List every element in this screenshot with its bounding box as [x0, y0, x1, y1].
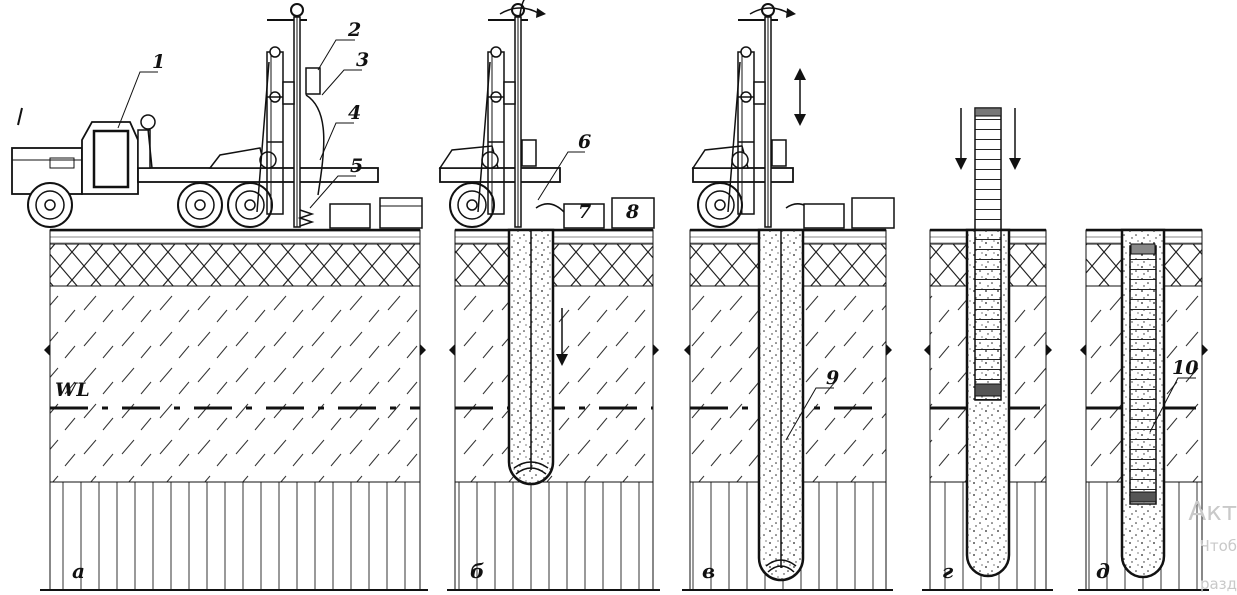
label-2: 2	[347, 19, 361, 41]
drilling-rig-v	[691, 3, 895, 229]
label-1: 1	[152, 51, 165, 73]
panel-a: 1 2 3 4 5 WL а	[11, 3, 428, 591]
label-3: 3	[356, 49, 369, 71]
label-8: 8	[625, 201, 639, 223]
label-wl: WL	[55, 379, 90, 401]
panel-label-b: б	[470, 559, 484, 583]
reinforcement-cage-g	[974, 107, 1002, 401]
panel-v: 9 в	[682, 3, 895, 591]
watermark-line-3: разд	[1199, 575, 1237, 593]
label-5: 5	[350, 155, 363, 177]
panel-label-a: а	[72, 559, 85, 583]
panel-label-g: г	[942, 559, 954, 583]
panel-label-d: д	[1096, 559, 1110, 583]
panel-b: 6 7 8 б	[438, 0, 660, 591]
label-10: 10	[1172, 357, 1198, 379]
drilling-rig-b	[438, 0, 655, 229]
watermark-line-1: Акт	[1188, 497, 1237, 527]
watermark-line-2: Чтоб	[1199, 537, 1237, 555]
label-9: 9	[826, 367, 839, 389]
label-7: 7	[578, 201, 591, 223]
panel-d: 10 д	[1078, 228, 1209, 591]
panel-label-v: в	[702, 559, 715, 583]
reinforcement-cage-d	[1129, 245, 1157, 505]
panel-g: г	[922, 107, 1053, 591]
label-6: 6	[578, 131, 591, 153]
drilling-truck	[11, 3, 423, 229]
label-4: 4	[348, 102, 361, 124]
